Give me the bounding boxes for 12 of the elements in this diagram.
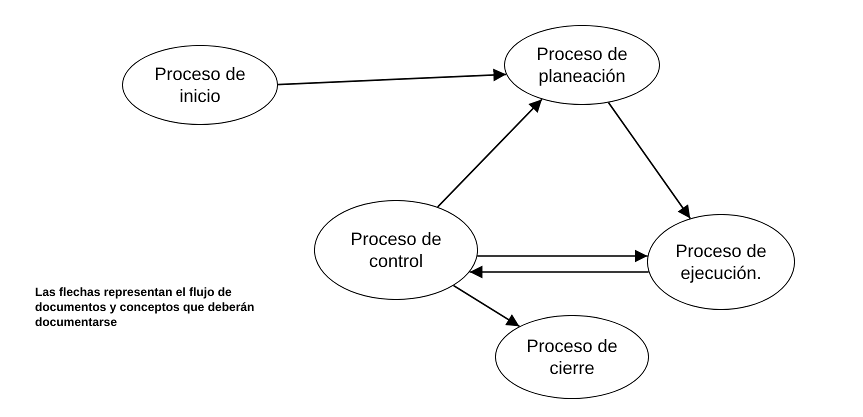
process-label: Proceso de control	[349, 228, 443, 272]
arrow	[477, 250, 648, 262]
arrow	[437, 98, 542, 208]
note-text: Las flechas representan el flujo de documentos y conceptos que deberán documentarse	[35, 285, 256, 330]
arrow	[470, 266, 649, 278]
arrow	[608, 102, 691, 219]
process-label: Proceso de cierre	[525, 335, 619, 379]
process-label: Proceso de ejecución.	[674, 240, 768, 284]
process-label: Proceso de inicio	[153, 63, 247, 107]
arrow	[278, 68, 506, 86]
process-label: Proceso de planeación	[535, 43, 629, 87]
arrow	[453, 284, 520, 327]
